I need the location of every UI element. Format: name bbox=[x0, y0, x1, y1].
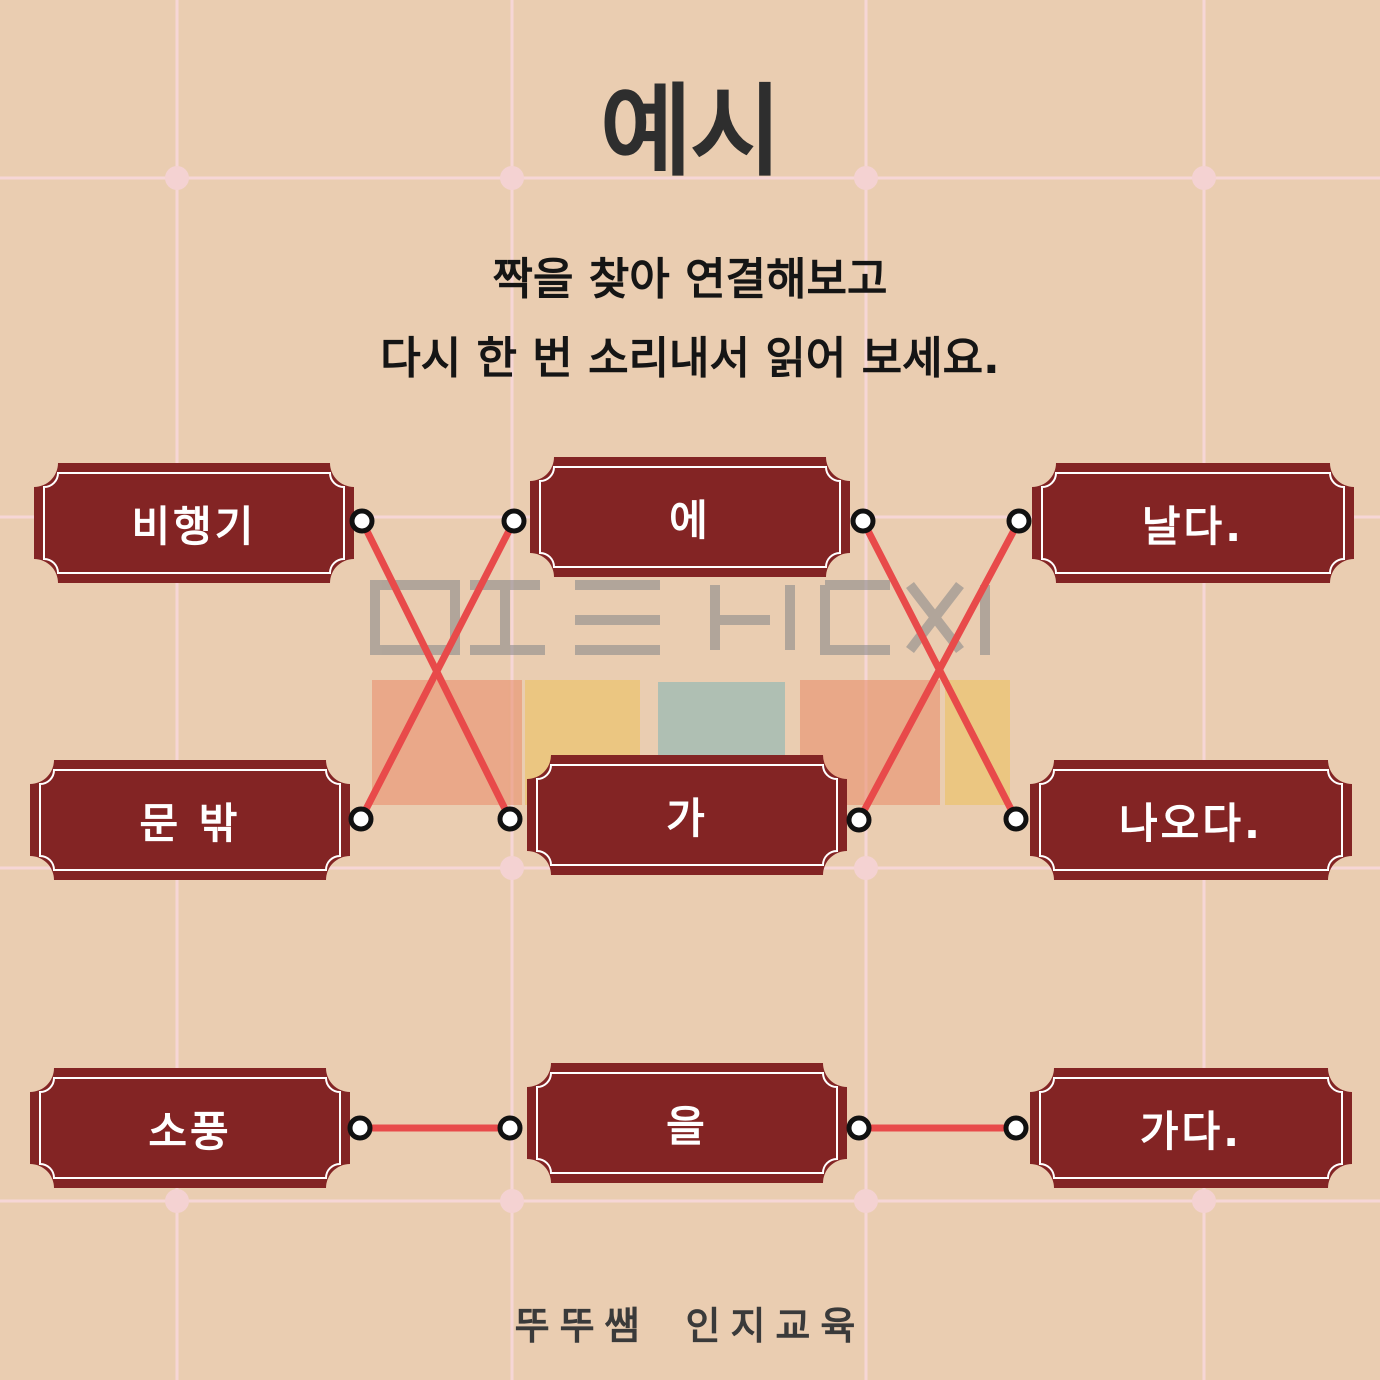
card-label: 가다. bbox=[1139, 1106, 1243, 1156]
footer: 뚜뚜쌤 인지교육 bbox=[0, 1295, 1380, 1350]
footer-brand: 뚜뚜쌤 bbox=[514, 1304, 650, 1348]
card-label: 에 bbox=[669, 495, 711, 545]
card-label: 소풍 bbox=[148, 1106, 232, 1156]
card-left-3[interactable]: 소풍 bbox=[30, 1068, 350, 1188]
connector-dot bbox=[501, 508, 527, 534]
link-line bbox=[357, 517, 518, 823]
card-label: 문 밖 bbox=[139, 798, 241, 848]
card-label: 가 bbox=[666, 793, 708, 843]
card-middle-1[interactable]: 에 bbox=[530, 457, 850, 577]
link-line bbox=[855, 517, 1023, 824]
card-middle-3[interactable]: 을 bbox=[527, 1063, 847, 1183]
connector-dot bbox=[850, 508, 876, 534]
connector-dot bbox=[1003, 1115, 1029, 1141]
card-label: 을 bbox=[666, 1101, 708, 1151]
card-label: 나오다. bbox=[1119, 798, 1263, 848]
card-left-2[interactable]: 문 밖 bbox=[30, 760, 350, 880]
card-right-1[interactable]: 날다. bbox=[1032, 463, 1354, 583]
connector-dot bbox=[348, 806, 374, 832]
page-title: 예시 bbox=[600, 73, 782, 190]
connector-dot bbox=[497, 806, 523, 832]
connector-dot bbox=[497, 1115, 523, 1141]
connector-dot bbox=[349, 508, 375, 534]
connector-dot bbox=[1006, 508, 1032, 534]
card-right-2[interactable]: 나오다. bbox=[1030, 760, 1352, 880]
connector-dot bbox=[1003, 806, 1029, 832]
card-middle-2[interactable]: 가 bbox=[527, 755, 847, 875]
instruction-line-2: 다시 한 번 소리내서 읽어 보세요. bbox=[380, 333, 1000, 384]
connector-dot bbox=[846, 1115, 872, 1141]
card-label: 날다. bbox=[1141, 501, 1245, 551]
card-label: 비행기 bbox=[131, 501, 257, 551]
connector-dot bbox=[846, 807, 872, 833]
instruction-line-1: 짝을 찾아 연결해보고 bbox=[492, 254, 888, 305]
card-left-1[interactable]: 비행기 bbox=[34, 463, 354, 583]
connector-dot bbox=[347, 1115, 373, 1141]
card-right-3[interactable]: 가다. bbox=[1030, 1068, 1352, 1188]
footer-category: 인지교육 bbox=[685, 1304, 866, 1348]
